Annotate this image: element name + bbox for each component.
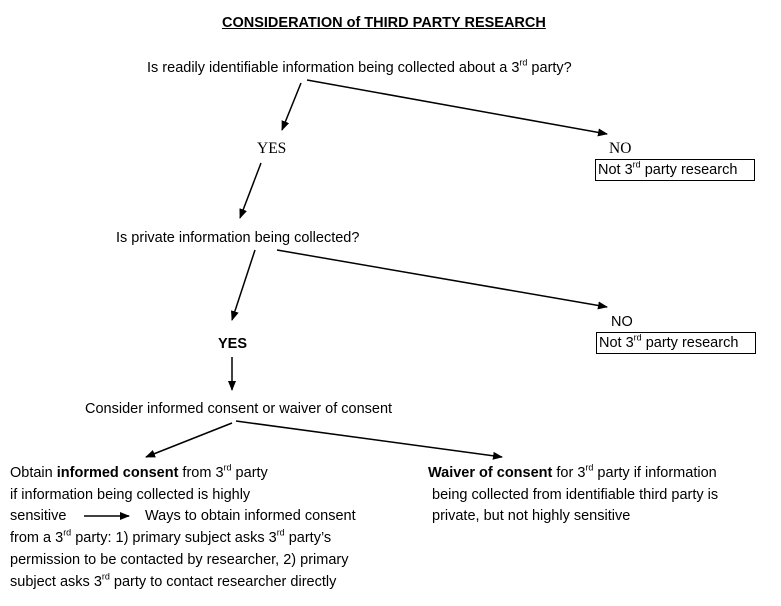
yes-label-1: YES <box>257 140 287 157</box>
informed-consent-line-3b: Ways to obtain informed consent <box>145 508 356 524</box>
informed-consent-line-2: if information being collected is highly <box>10 487 251 503</box>
waiver-line-2: being collected from identifiable third … <box>432 487 719 503</box>
arrow-q2-to-no <box>276 249 608 310</box>
informed-consent-line-1: Obtain informed consent from 3rd party <box>10 462 268 481</box>
arrow-q1-to-no <box>306 79 608 137</box>
informed-consent-line-3a: sensitive <box>10 508 67 524</box>
arrow-consider-to-informed <box>145 422 233 458</box>
arrow-q2-to-yes <box>231 249 256 321</box>
question-private-info: Is private information being collected? <box>116 230 360 246</box>
waiver-line-1: Waiver of consent for 3rd party if infor… <box>428 462 717 481</box>
yes-label-2: YES <box>218 336 248 352</box>
arrow-q1-to-yes <box>281 82 302 131</box>
no-label-2: NO <box>611 314 633 330</box>
not-third-party-box-1: Not 3rd party research <box>595 159 755 181</box>
informed-consent-line-4: from a 3rd party: 1) primary subject ask… <box>10 527 332 546</box>
waiver-line-3: private, but not highly sensitive <box>432 508 631 524</box>
informed-consent-line-5: permission to be contacted by researcher… <box>10 552 349 568</box>
no-label-1: NO <box>609 140 632 157</box>
question-identifiable-info: Is readily identifiable information bein… <box>147 57 572 76</box>
informed-consent-line-6: subject asks 3rd party to contact resear… <box>10 571 337 590</box>
page-title: CONSIDERATION of THIRD PARTY RESEARCH <box>222 15 546 31</box>
not-third-party-box-2: Not 3rd party research <box>596 332 756 354</box>
arrow-yes-to-q2 <box>239 162 262 219</box>
arrow-consider-to-waiver <box>235 420 503 460</box>
consider-consent-text: Consider informed consent or waiver of c… <box>85 401 393 417</box>
